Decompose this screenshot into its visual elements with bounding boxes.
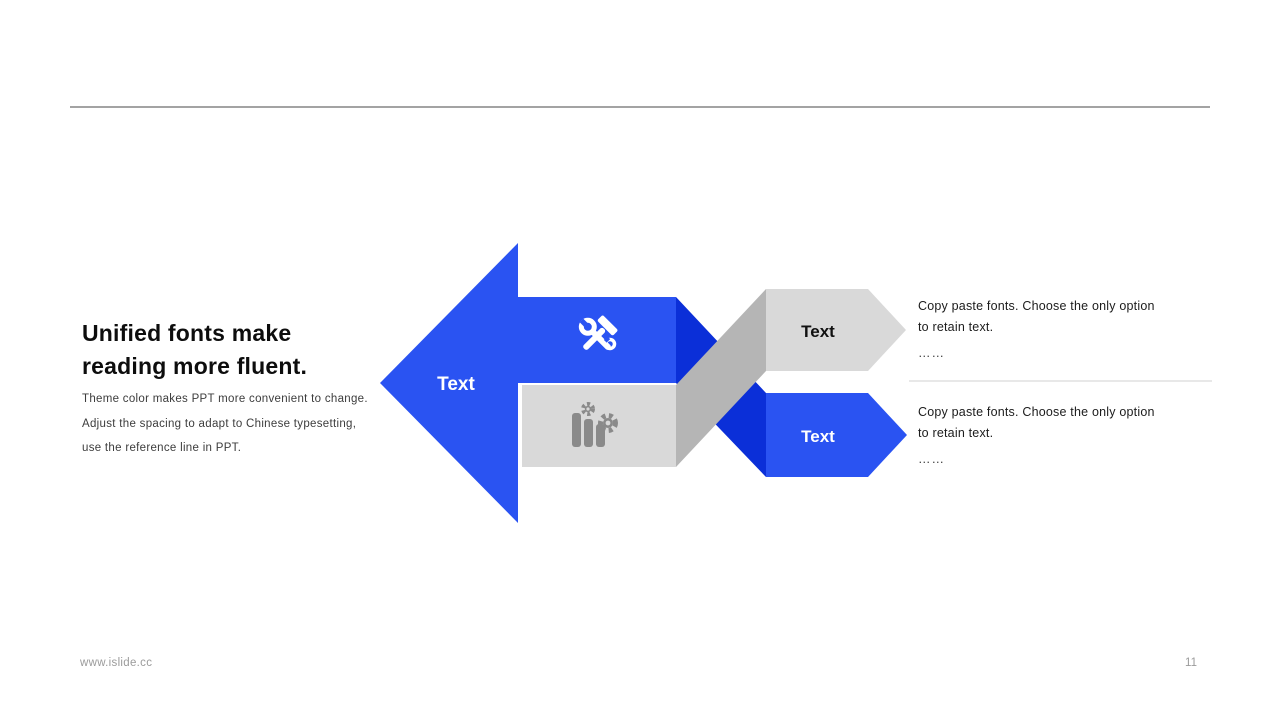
bottom-note-ellipsis: …… xyxy=(918,452,945,466)
wrench-hammer-icon xyxy=(578,315,618,351)
bottom-right-arrow xyxy=(766,393,907,477)
small-wrench-jaw-notch xyxy=(603,336,611,343)
chart-bar-1 xyxy=(572,413,581,447)
bottom-right-arrow-label: Text xyxy=(801,427,835,446)
bottom-note-line-1: Copy paste fonts. Choose the only option xyxy=(918,405,1155,419)
chart-bar-2 xyxy=(584,419,593,447)
title-line-2: reading more fluent. xyxy=(82,353,308,379)
title-line-1: Unified fonts make xyxy=(82,320,292,346)
small-gear-hole xyxy=(586,407,590,411)
hammer-handle xyxy=(583,327,606,350)
subtitle-line-1: Theme color makes PPT more convenient to… xyxy=(82,393,368,405)
left-arrow-label: Text xyxy=(437,374,475,395)
top-note: Copy paste fonts. Choose the only option… xyxy=(918,296,1218,364)
large-gear xyxy=(598,413,618,433)
small-gear xyxy=(581,402,595,416)
large-gear-hole xyxy=(605,420,611,426)
top-note-ellipsis: …… xyxy=(918,346,945,360)
large-gear-teeth xyxy=(598,413,618,433)
top-note-line-1: Copy paste fonts. Choose the only option xyxy=(918,299,1155,313)
left-arrow-head xyxy=(380,243,518,523)
wrench-jaw-notch xyxy=(579,318,590,329)
note-divider-line xyxy=(909,380,1212,382)
hammer xyxy=(583,315,618,350)
footer-page-number: 11 xyxy=(1185,657,1197,669)
slide-subtitle: Theme color makes PPT more convenient to… xyxy=(82,387,368,461)
top-right-arrow xyxy=(766,289,906,371)
bottom-note-line-2: to retain text. xyxy=(918,426,994,440)
bar-chart-gears-icon xyxy=(572,402,618,447)
gray-fold-band xyxy=(676,289,766,467)
hammer-head xyxy=(597,315,618,336)
slide-title: Unified fonts make reading more fluent. xyxy=(82,317,307,383)
small-wrench-jaw xyxy=(603,337,617,351)
top-right-arrow-label: Text xyxy=(801,322,835,341)
bottom-note: Copy paste fonts. Choose the only option… xyxy=(918,402,1218,470)
subtitle-line-3: use the reference line in PPT. xyxy=(82,442,242,454)
footer-website: www.islide.cc xyxy=(80,657,153,669)
small-gear-teeth xyxy=(581,402,595,416)
top-note-line-2: to retain text. xyxy=(918,320,994,334)
subtitle-line-2: Adjust the spacing to adapt to Chinese t… xyxy=(82,417,357,430)
top-divider-line xyxy=(70,106,1210,108)
